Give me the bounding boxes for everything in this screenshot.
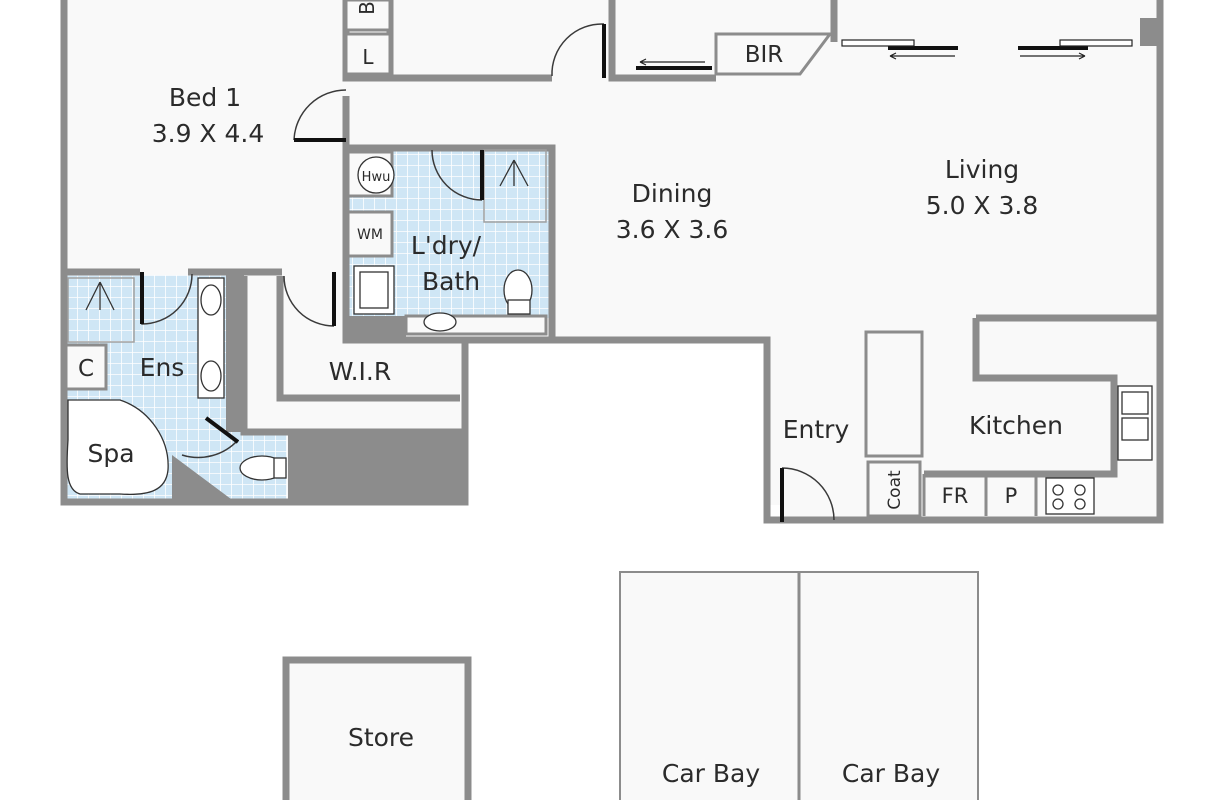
store-name: Store xyxy=(348,723,414,752)
coat-label: Coat xyxy=(885,470,905,510)
corner-column xyxy=(1140,18,1160,46)
bed1-door-swing xyxy=(293,89,347,141)
laundry-bath-name-2: Bath xyxy=(422,267,480,296)
car-bay-2-name: Car Bay xyxy=(842,759,940,788)
robe-door-swing xyxy=(551,23,605,77)
void-block xyxy=(288,430,464,502)
living-name: Living xyxy=(945,155,1019,184)
dining-dims: 3.6 X 3.6 xyxy=(616,215,729,244)
wir-door-swing xyxy=(283,275,335,327)
linen-label: L xyxy=(362,45,374,69)
spa-name: Spa xyxy=(87,439,134,468)
kitchen-name: Kitchen xyxy=(969,411,1063,440)
hot-water-unit-icon xyxy=(357,156,395,194)
entry-name: Entry xyxy=(783,415,850,444)
shower-icon xyxy=(499,159,529,187)
bath-step xyxy=(346,316,406,338)
cooktop-icon xyxy=(1045,477,1095,515)
wm-label: WM xyxy=(357,227,383,243)
slide-arrows xyxy=(639,39,1133,66)
bir-label: BIR xyxy=(745,42,784,68)
ensuite-door-swing xyxy=(141,272,193,325)
hwu-label: Hwu xyxy=(362,170,391,185)
wir-name: W.I.R xyxy=(329,357,392,386)
ensuite-name: Ens xyxy=(140,353,185,382)
spa-bath-icon xyxy=(66,399,169,496)
basin-icon xyxy=(423,312,457,332)
dining-name: Dining xyxy=(632,179,713,208)
broom-label: B xyxy=(355,1,379,15)
bed1-name: Bed 1 xyxy=(169,83,241,112)
walls xyxy=(60,0,1164,524)
bed1-dims: 3.9 X 4.4 xyxy=(152,119,265,148)
doors xyxy=(140,23,835,522)
spa-wedge xyxy=(172,455,235,502)
pantry-label: P xyxy=(1005,484,1018,508)
car-bay-1-name: Car Bay xyxy=(662,759,760,788)
wir-wall-block xyxy=(226,272,244,432)
bath-door-swing xyxy=(431,149,483,201)
ensuite-shower-icon xyxy=(85,281,115,311)
structural-masses xyxy=(172,18,1160,502)
wc-door-swing xyxy=(181,439,239,459)
fixtures xyxy=(66,156,1153,515)
cupboard-label: C xyxy=(78,356,94,382)
laundry-bath-name-1: L'dry/ xyxy=(411,231,482,260)
living-dims: 5.0 X 3.8 xyxy=(926,191,1039,220)
entry-door-swing xyxy=(781,467,835,521)
kitchen-sink-icon xyxy=(1117,385,1153,461)
thin-walls xyxy=(64,0,1038,800)
fridge-label: FR xyxy=(942,484,969,508)
